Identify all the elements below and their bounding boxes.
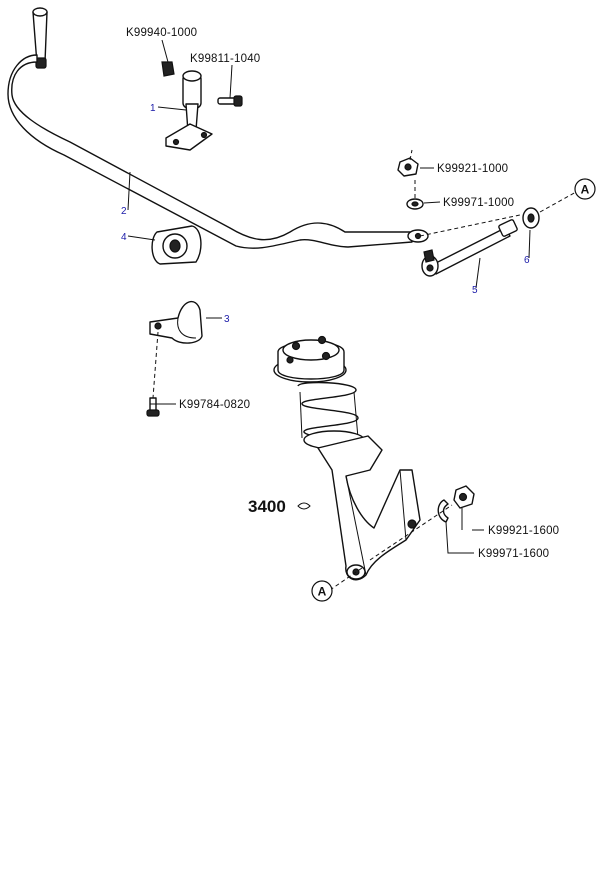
label-k99811: K99811-1040 bbox=[190, 53, 260, 65]
label-k99971-1000: K99971-1000 bbox=[443, 197, 514, 209]
stabilizer-link bbox=[161, 61, 243, 151]
connector-marker-lower-label: A bbox=[318, 585, 327, 599]
callout-1: 1 bbox=[150, 103, 156, 114]
link-washer-6 bbox=[522, 207, 540, 229]
callout-6: 6 bbox=[524, 255, 530, 266]
strut-assembly bbox=[273, 335, 421, 581]
label-k99971-1600: K99971-1600 bbox=[478, 548, 549, 560]
label-k99921-1000: K99921-1000 bbox=[437, 163, 508, 175]
ref-arrow-icon bbox=[297, 502, 311, 510]
link-nut-upper bbox=[397, 157, 419, 177]
stabilizer-bushing bbox=[151, 225, 202, 265]
link-washer-upper bbox=[406, 198, 424, 210]
label-k99940: K99940-1000 bbox=[126, 27, 197, 39]
label-k99784: K99784-0820 bbox=[179, 399, 250, 411]
callout-5: 5 bbox=[472, 285, 478, 296]
ref-group-label: 3400 bbox=[248, 497, 286, 516]
leader-lines bbox=[127, 39, 577, 591]
strut-washer bbox=[437, 499, 449, 523]
bracket-bolt bbox=[146, 397, 160, 417]
link-rod bbox=[421, 219, 518, 277]
callout-4: 4 bbox=[121, 232, 127, 243]
strut-nut bbox=[453, 485, 475, 509]
callout-3: 3 bbox=[224, 314, 230, 325]
connector-marker-upper-label: A bbox=[581, 183, 590, 197]
connector-marker-lower: A bbox=[311, 580, 333, 602]
callout-2: 2 bbox=[121, 206, 127, 217]
connector-marker-upper: A bbox=[574, 178, 596, 200]
bushing-bracket bbox=[149, 300, 203, 344]
label-k99921-1600: K99921-1600 bbox=[488, 525, 559, 537]
stabilizer-bar bbox=[7, 7, 429, 249]
